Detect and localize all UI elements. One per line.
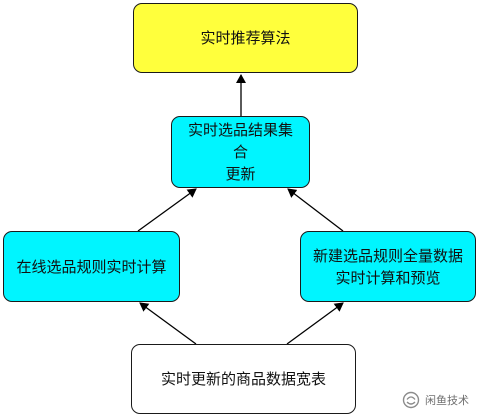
node-realtime-recommendation-label: 实时推荐算法 bbox=[200, 29, 291, 47]
arrow-bottom-to-left bbox=[139, 302, 197, 345]
node-online-rule-compute-label: 在线选品规则实时计算 bbox=[16, 257, 167, 276]
node-new-rule-full-compute-line2: 实时计算和预览 bbox=[335, 268, 441, 287]
node-selection-result-update-line2: 更新 bbox=[225, 165, 256, 183]
node-online-rule-compute: 在线选品规则实时计算 bbox=[3, 231, 180, 302]
wechat-channel-icon bbox=[402, 391, 420, 409]
node-new-rule-full-compute: 新建选品规则全量数据 实时计算和预览 bbox=[300, 231, 476, 302]
node-new-rule-full-compute-line1: 新建选品规则全量数据 bbox=[312, 246, 463, 265]
arrow-right-to-mid bbox=[287, 188, 344, 232]
node-realtime-recommendation: 实时推荐算法 bbox=[133, 3, 358, 73]
node-selection-result-update-line1: 实时选品结果集合 bbox=[187, 121, 293, 161]
arrow-left-to-mid bbox=[137, 188, 197, 232]
node-selection-result-update: 实时选品结果集合 更新 bbox=[171, 116, 310, 188]
node-product-wide-table-label: 实时更新的商品数据宽表 bbox=[160, 370, 326, 388]
watermark: 闲鱼技术 bbox=[402, 391, 469, 409]
node-product-wide-table: 实时更新的商品数据宽表 bbox=[131, 344, 356, 414]
arrow-bottom-to-right bbox=[286, 302, 344, 345]
watermark-text: 闲鱼技术 bbox=[425, 394, 469, 407]
